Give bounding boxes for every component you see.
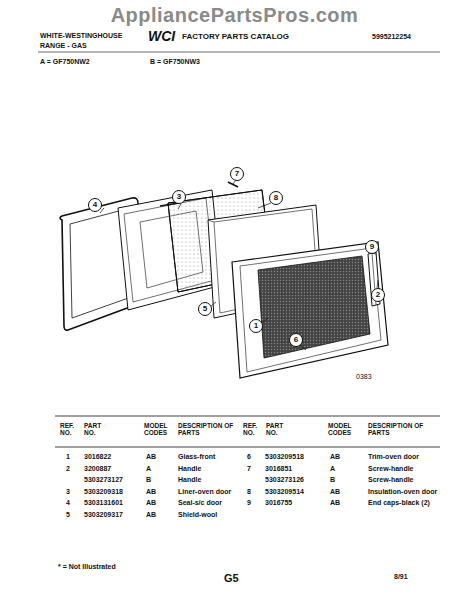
table-cell: 5303131601 <box>84 499 123 507</box>
table-cell: 3016755 <box>265 499 292 507</box>
page-number: G5 <box>224 572 239 584</box>
table-cell: B <box>330 476 335 484</box>
callout-number: 2 <box>376 291 380 299</box>
callout-number: 4 <box>93 201 97 209</box>
watermark: AppliancePartsPros.com <box>0 4 472 26</box>
callout-number: 9 <box>370 243 374 251</box>
callout-circle: 5 <box>198 302 212 316</box>
table-header: MODEL CODES <box>144 422 176 436</box>
table-cell: Screw-handle <box>368 476 414 484</box>
table-cell: Handle <box>178 465 201 473</box>
callout-number: 7 <box>235 170 239 178</box>
table-cell: 8 <box>247 488 251 496</box>
callout-number: 3 <box>177 193 181 201</box>
table-cell: 5303209317 <box>84 511 123 519</box>
table-cell: B <box>146 476 151 484</box>
callout-circle: 3 <box>172 190 186 204</box>
table-cell: AB <box>330 499 340 507</box>
label-text: 5995212254 <box>372 33 411 41</box>
table-cell: Shield-wool <box>178 511 217 519</box>
table-cell: AB <box>330 453 340 461</box>
label-text: RANGE - GAS <box>40 42 87 50</box>
table-cell: Trim-oven door <box>368 453 419 461</box>
label-text: * = Not Illustrated <box>58 563 116 571</box>
table-cell: AB <box>146 499 156 507</box>
table-cell: Liner-oven door <box>178 488 231 496</box>
callout-circle: 4 <box>88 198 102 212</box>
callout-circle: 8 <box>269 191 283 205</box>
callout-number: 5 <box>203 305 207 313</box>
table-cell: A <box>146 465 151 473</box>
callout-number: 8 <box>274 194 278 202</box>
table-header: REF. NO. <box>60 422 82 436</box>
table-cell: 3 <box>66 488 70 496</box>
catalog-heading: FACTORY PARTS CATALOG <box>182 33 289 42</box>
table-cell: 3200887 <box>84 465 111 473</box>
table-cell: 5303209514 <box>265 488 304 496</box>
table-cell: 3016851 <box>265 465 292 473</box>
callout-circle: 9 <box>365 240 379 254</box>
label-text: B = GF750NW3 <box>150 58 200 66</box>
table-header: PART NO. <box>84 422 114 436</box>
table-cell: A <box>330 465 335 473</box>
table-header: DESCRIPTION OF PARTS <box>368 422 434 436</box>
table-cell: Handle <box>178 476 201 484</box>
table-cell: AB <box>146 511 156 519</box>
callout-circle: 1 <box>249 319 263 333</box>
table-cell: AB <box>146 488 156 496</box>
drawing-number: 0383 <box>356 373 372 381</box>
callout-circle: 7 <box>230 167 244 181</box>
callout-number: 1 <box>254 322 258 330</box>
table-header: PART NO. <box>266 422 296 436</box>
brand-logo: WCI <box>148 29 175 44</box>
table-cell: 2 <box>66 465 70 473</box>
table-cell: End caps-black (2) <box>368 499 430 507</box>
table-cell: AB <box>330 488 340 496</box>
table-cell: 5303209518 <box>265 453 304 461</box>
table-cell: 4 <box>66 499 70 507</box>
table-cell: 1 <box>66 453 70 461</box>
table-cell: Seal-s/c door <box>178 499 222 507</box>
table-cell: 5303273126 <box>265 476 304 484</box>
callout-circle: 2 <box>371 288 385 302</box>
callout-circle: 6 <box>289 333 303 347</box>
table-header: REF. NO. <box>243 422 265 436</box>
table-cell: 6 <box>247 453 251 461</box>
table-header: MODEL CODES <box>328 422 360 436</box>
table-header: DESCRIPTION OF PARTS <box>178 422 244 436</box>
table-cell: AB <box>146 453 156 461</box>
table-cell: 7 <box>247 465 251 473</box>
table-cell: Glass-front <box>178 453 215 461</box>
label-text: 8/91 <box>394 573 408 581</box>
label-text: WHITE-WESTINGHOUSE <box>40 32 122 40</box>
table-cell: 5303273127 <box>84 476 123 484</box>
label-text: A = GF750NW2 <box>40 58 90 66</box>
table-cell: Insulation-oven door <box>368 488 437 496</box>
table-cell: Screw-handle <box>368 465 414 473</box>
table-cell: 3016822 <box>84 453 111 461</box>
table-cell: 5303209318 <box>84 488 123 496</box>
callout-number: 6 <box>294 336 298 344</box>
table-cell: 5 <box>66 511 70 519</box>
table-cell: 9 <box>247 499 251 507</box>
